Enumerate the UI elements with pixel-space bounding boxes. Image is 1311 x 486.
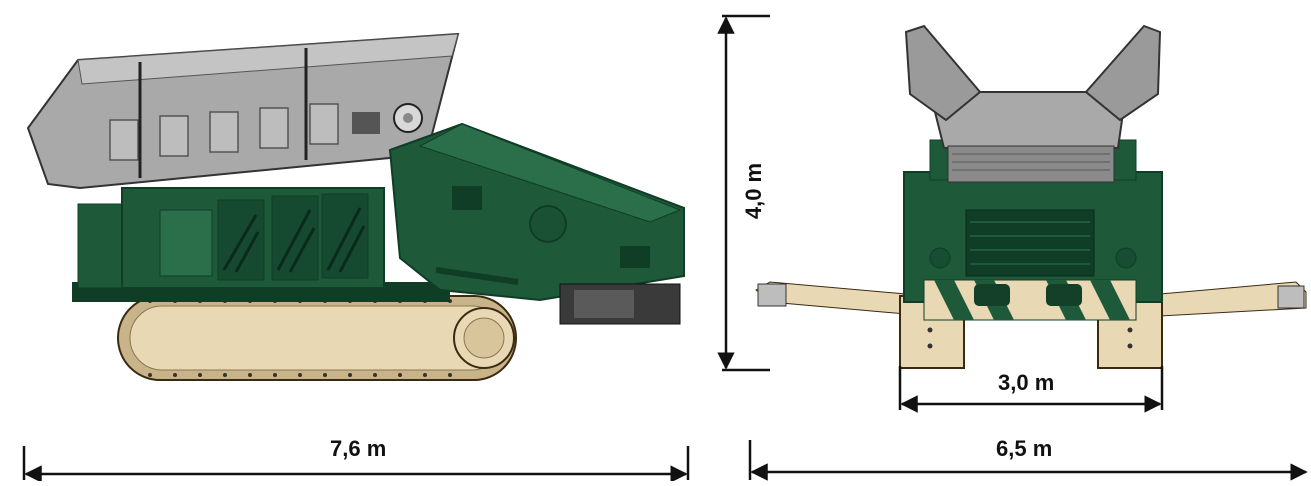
side-screen: [388, 122, 685, 325]
side-track: [117, 295, 517, 381]
side-length-label: 7,6 m: [330, 436, 387, 461]
front-bumper: [923, 279, 1137, 321]
front-view-machine: [755, 24, 1307, 369]
height-label: 4,0 m: [741, 162, 767, 220]
front-side-conveyors: [755, 281, 1307, 317]
side-view-machine: [26, 32, 685, 381]
side-hopper: [26, 32, 460, 190]
side-chassis: [72, 187, 450, 302]
dimension-lines: [22, 14, 1308, 483]
total-width-label: 6,5 m: [996, 436, 1053, 461]
front-hopper: [904, 24, 1162, 183]
track-width-label: 3,0 m: [998, 370, 1055, 395]
